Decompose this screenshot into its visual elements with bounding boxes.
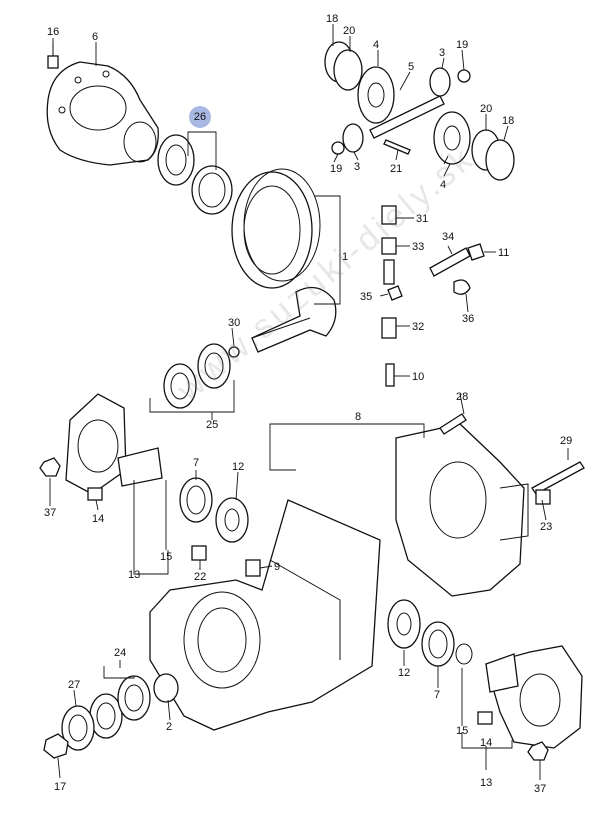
label-24: 24: [114, 647, 126, 659]
nut-17: [43, 733, 69, 759]
bolt-29: [531, 461, 585, 505]
label-4-bottom: 4: [440, 179, 446, 191]
bolt-28: [439, 413, 467, 435]
nut-37-left: [39, 457, 61, 477]
label-30: 30: [228, 317, 240, 329]
label-25: 25: [206, 419, 218, 431]
label-8: 8: [355, 411, 361, 423]
label-34: 34: [442, 231, 454, 243]
label-11: 11: [498, 247, 509, 259]
seal-7-left: [179, 477, 213, 523]
shim-12-left: [215, 497, 249, 543]
label-33: 33: [412, 241, 424, 253]
differential-case: [46, 61, 159, 166]
label-35: 35: [360, 291, 372, 303]
label-28: 28: [456, 391, 468, 403]
label-3-top: 3: [439, 47, 445, 59]
bolt-14-right: [477, 711, 493, 725]
label-37-left: 37: [44, 507, 56, 519]
output-flange-left: [65, 393, 163, 495]
axle-housing: [149, 499, 381, 731]
label-17: 17: [54, 781, 66, 793]
bearing-25: [163, 343, 240, 409]
highlighted-part-callout[interactable]: 26: [189, 106, 211, 128]
bolt-14-left: [87, 487, 103, 501]
label-14-left: 14: [92, 513, 104, 525]
leader-lines: [49, 24, 569, 780]
bearing-26: [157, 134, 233, 215]
label-7-right: 7: [434, 689, 440, 701]
rear-cover: [395, 423, 529, 597]
plug-22: [191, 545, 207, 561]
label-21: 21: [390, 163, 402, 175]
label-6: 6: [92, 31, 98, 43]
shim-12-right: [387, 599, 421, 649]
label-13-right: 13: [480, 777, 492, 789]
label-31: 31: [416, 213, 428, 225]
label-12-left: 12: [232, 461, 244, 473]
label-12-right: 12: [398, 667, 410, 679]
label-36: 36: [462, 313, 474, 325]
label-18-top: 18: [326, 13, 338, 25]
label-20-right: 20: [480, 103, 492, 115]
label-13-left: 13: [128, 569, 140, 581]
label-1: 1: [342, 251, 348, 263]
seal-7-right: [421, 621, 455, 667]
label-10: 10: [412, 371, 424, 383]
label-22: 22: [194, 571, 206, 583]
label-2: 2: [166, 721, 172, 733]
label-4-top: 4: [373, 39, 379, 51]
drive-pinion: [251, 286, 337, 353]
ring-gear: [231, 168, 321, 289]
label-19-left: 19: [330, 163, 342, 175]
nut-37-right: [527, 741, 549, 761]
label-7-left: 7: [193, 457, 199, 469]
label-15-right: 15: [456, 725, 468, 737]
label-15-left: 15: [160, 551, 172, 563]
pinion-bearing-24: [89, 673, 179, 739]
differential-gears: [324, 41, 515, 181]
pins-and-clips: [381, 205, 485, 387]
breather-9: [245, 559, 261, 577]
output-flange-right: [485, 645, 583, 749]
label-16: 16: [47, 26, 59, 38]
label-19-top: 19: [456, 39, 468, 51]
label-18-right: 18: [502, 115, 514, 127]
label-9: 9: [274, 561, 280, 573]
label-5: 5: [408, 61, 414, 73]
label-29: 29: [560, 435, 572, 447]
label-32: 32: [412, 321, 424, 333]
label-23: 23: [540, 521, 552, 533]
label-20-top: 20: [343, 25, 355, 37]
part-number-labels: 16 6 1 18 20 4 5 3 19 20 18 19 3 21 4 31…: [44, 13, 572, 795]
label-14-right: 14: [480, 737, 492, 749]
label-3-left: 3: [354, 161, 360, 173]
label-37-right: 37: [534, 783, 546, 795]
label-27: 27: [68, 679, 80, 691]
circlip-15-right: [455, 643, 473, 665]
seal-27: [61, 705, 95, 751]
